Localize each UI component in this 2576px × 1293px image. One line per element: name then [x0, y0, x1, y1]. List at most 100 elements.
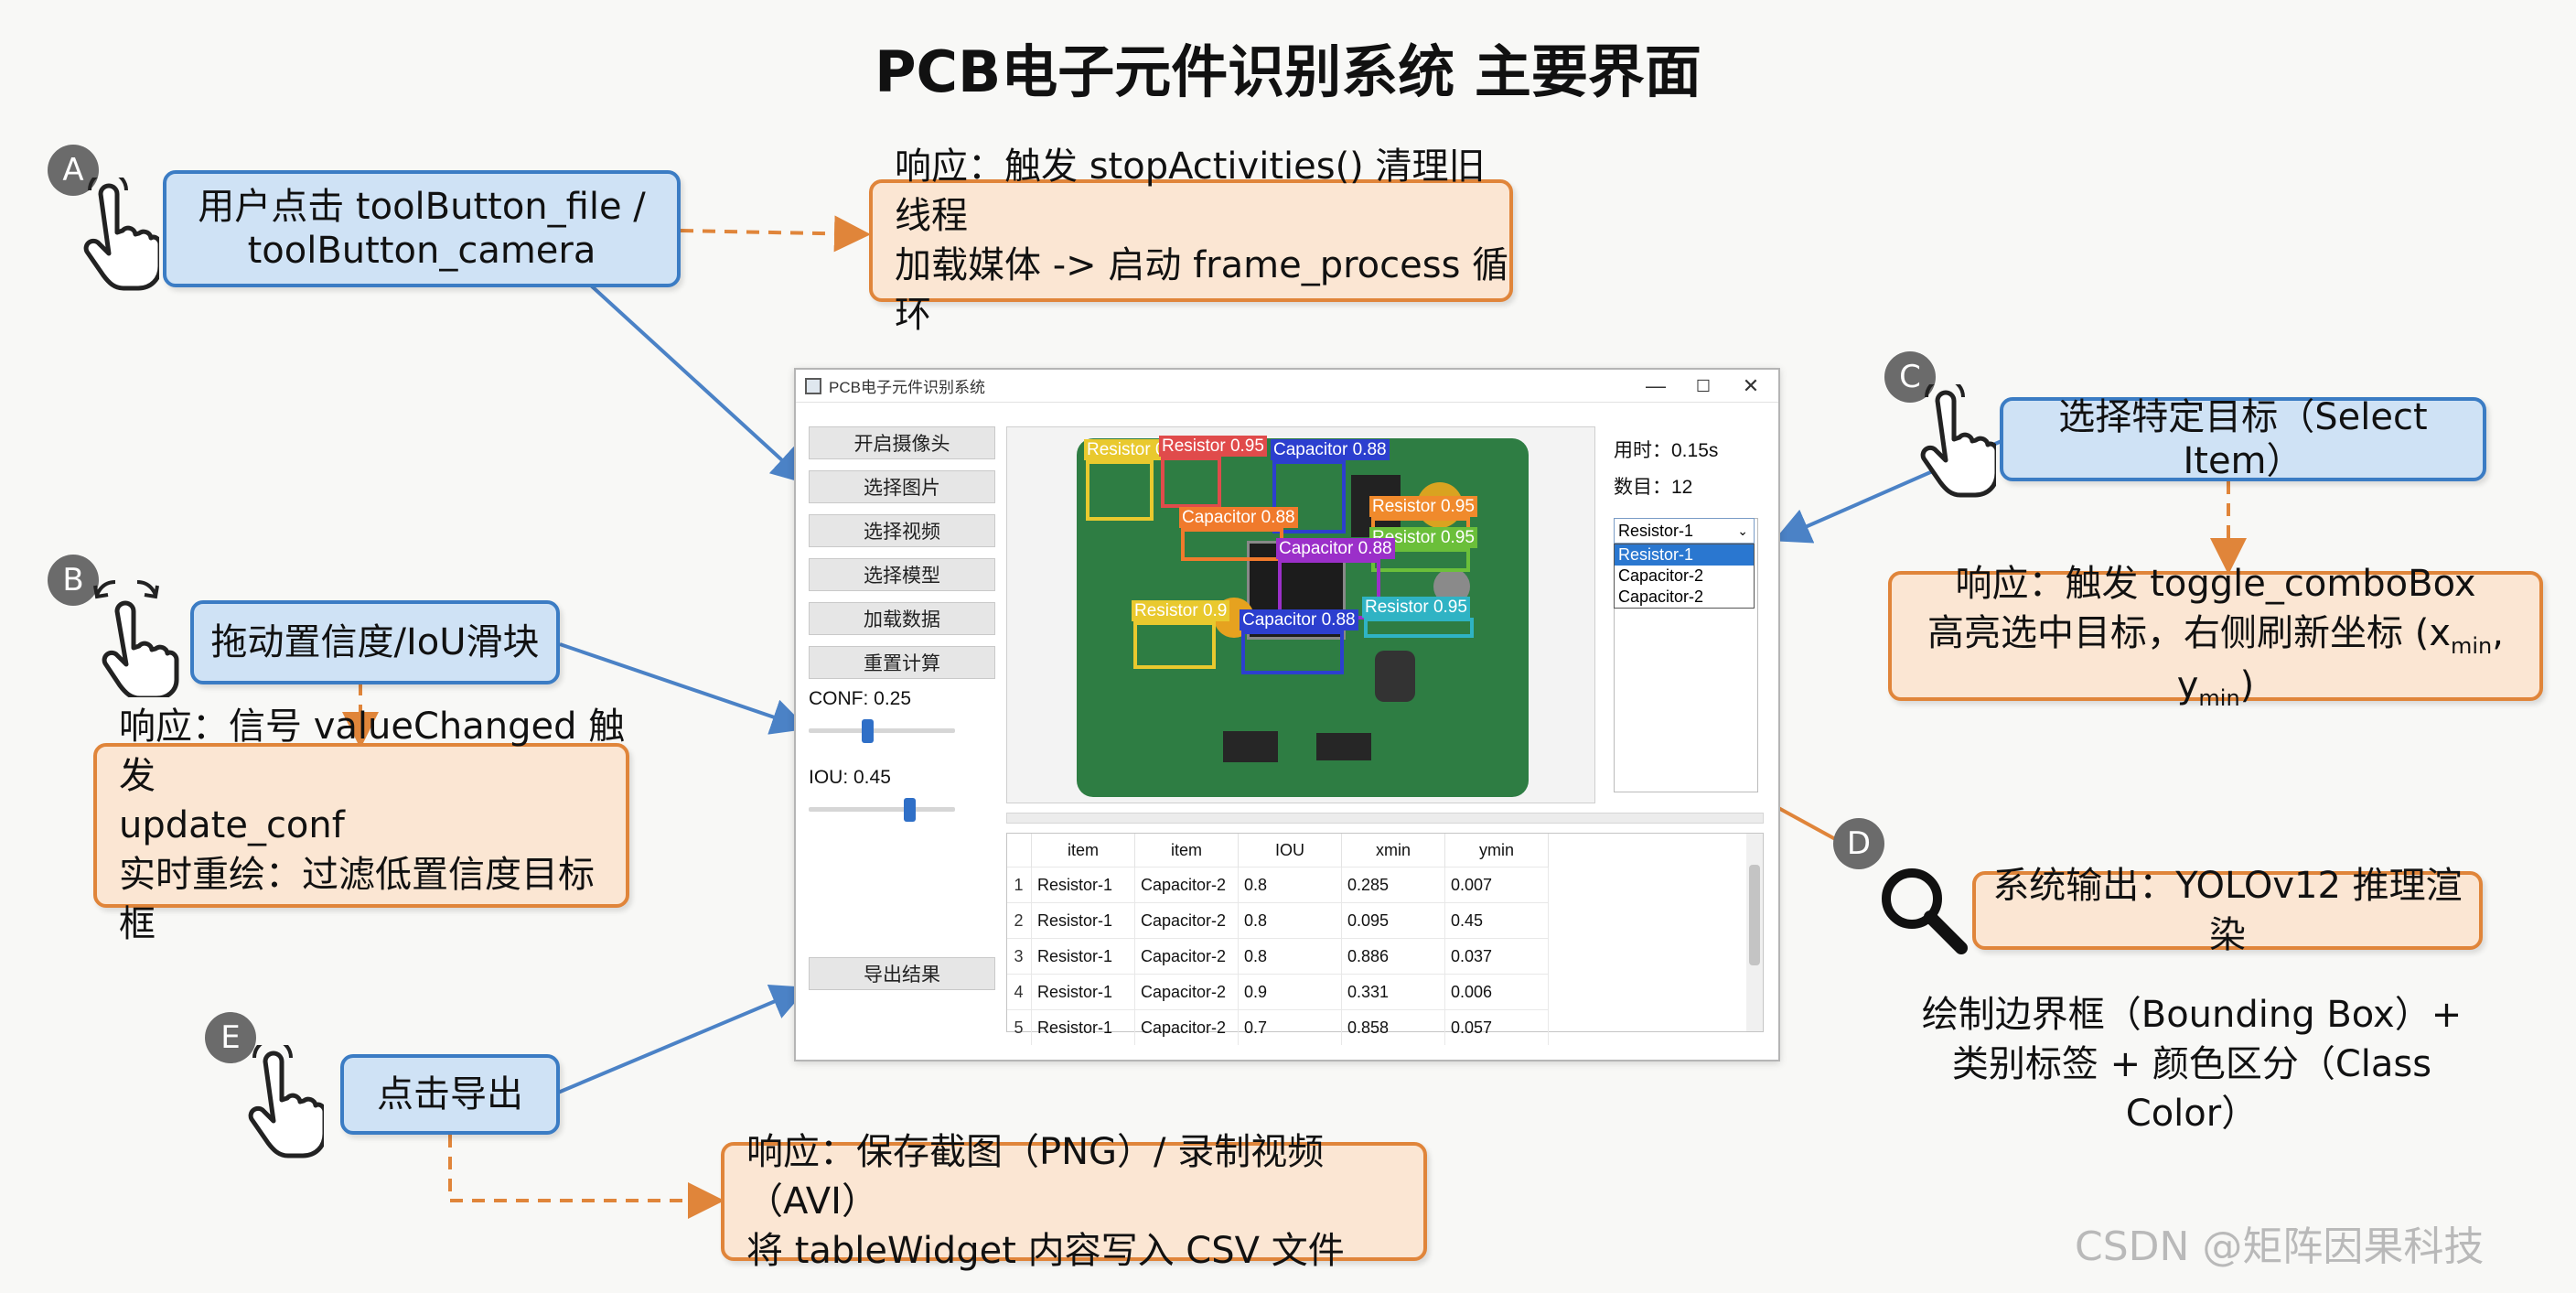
step-a-action-line1: 用户点击 toolButton_file /: [198, 186, 646, 228]
arrow-a-to-response: [680, 215, 871, 253]
select-model-button[interactable]: 选择模型: [809, 558, 995, 591]
table-cell: 0.7: [1238, 1009, 1342, 1045]
count-label: 数目：12: [1614, 477, 1693, 498]
step-e-action-box: 点击导出: [340, 1054, 560, 1135]
table-cell: 0.8: [1238, 902, 1342, 939]
table-cell: Resistor-1: [1031, 867, 1135, 903]
magnifier-icon: [1877, 864, 1969, 955]
detection-label: Capacitor 0.88: [1179, 507, 1298, 528]
info-panel: 用时：0.15s 数目：12 Resistor-1 ⌄ Resistor-1 C…: [1608, 426, 1764, 803]
hand-pointer-icon: [75, 170, 163, 291]
combobox-value: Resistor-1: [1618, 521, 1694, 540]
step-a-response-line2: 加载媒体 -> 启动 frame_process 循环: [895, 244, 1509, 336]
detection-box: [1241, 630, 1344, 674]
step-c-action-box: 选择特定目标（Select Item）: [2000, 396, 2486, 482]
detection-label: Resistor 0.95: [1362, 597, 1470, 618]
chevron-down-icon[interactable]: ⌄: [1737, 523, 1748, 538]
step-c-response-line1: 响应：触发 toggle_comboBox: [1955, 562, 2476, 605]
hand-pointer-icon: [1912, 377, 2000, 498]
step-b-response-line2: update_conf: [119, 804, 345, 846]
column-header[interactable]: xmin: [1341, 834, 1445, 867]
table-cell: 0.285: [1341, 867, 1445, 903]
step-d-note-line2: 类别标签 + 颜色区分（Class Color）: [1951, 1043, 2432, 1135]
detection-box: [1086, 460, 1154, 521]
step-e-action: 点击导出: [377, 1073, 523, 1115]
close-icon[interactable]: ✕: [1742, 374, 1760, 397]
table-cell: Capacitor-2: [1134, 1009, 1239, 1045]
open-camera-button[interactable]: 开启摄像头: [809, 426, 995, 459]
combobox-option[interactable]: Resistor-1: [1615, 544, 1754, 566]
arrow-e-to-app: [557, 984, 809, 1094]
step-b-response-line3: 实时重绘：过滤低置信度目标框: [119, 854, 595, 945]
table-cell: Resistor-1: [1031, 974, 1135, 1010]
minimize-icon[interactable]: —: [1646, 374, 1666, 397]
watermark: CSDN @矩阵因果科技: [2075, 1223, 2485, 1270]
detection-label: Capacitor 0.88: [1240, 609, 1358, 630]
arrow-a-to-app: [589, 284, 809, 485]
table-cell: 0.006: [1444, 974, 1549, 1010]
hand-pointer-icon: [240, 1038, 327, 1158]
table-cell: Capacitor-2: [1134, 902, 1239, 939]
table-cell: 0.057: [1444, 1009, 1549, 1045]
column-header[interactable]: ymin: [1444, 834, 1549, 867]
iou-slider[interactable]: [809, 798, 955, 822]
row-number: 1: [1007, 867, 1032, 903]
step-d-notes: 绘制边界框（Bounding Box）+ 类别标签 + 颜色区分（Class C…: [1908, 990, 2475, 1138]
splitter[interactable]: [1006, 813, 1764, 824]
table-cell: 0.9: [1238, 974, 1342, 1010]
detection-box: [1181, 528, 1283, 561]
iou-slider-handle[interactable]: [903, 798, 916, 822]
detection-label: Resistor 0.95: [1159, 436, 1267, 457]
target-combobox[interactable]: Resistor-1 ⌄: [1614, 518, 1755, 544]
detection-box: [1133, 621, 1216, 669]
table-cell: Resistor-1: [1031, 938, 1135, 975]
combobox-option[interactable]: Capacitor-2: [1618, 566, 1704, 585]
detection-label: Resistor 0.95: [1369, 496, 1477, 517]
detection-label: Resistor 0.95: [1369, 527, 1477, 548]
scrollbar-thumb[interactable]: [1749, 865, 1760, 965]
row-number: 4: [1007, 974, 1032, 1010]
step-a-response-box: 响应：触发 stopActivities() 清理旧线程 加载媒体 -> 启动 …: [869, 145, 1513, 336]
combobox-option[interactable]: Capacitor-2: [1618, 587, 1704, 606]
step-b-badge: B: [48, 555, 99, 606]
table-cell: 0.8: [1238, 938, 1342, 975]
detection-label: Resistor 0.: [1084, 439, 1173, 460]
conf-slider[interactable]: [809, 719, 955, 743]
load-data-button[interactable]: 加载数据: [809, 602, 995, 635]
select-video-button[interactable]: 选择视频: [809, 514, 995, 547]
maximize-icon[interactable]: ☐: [1695, 376, 1712, 395]
conf-slider-handle[interactable]: [861, 719, 874, 743]
row-number: 2: [1007, 902, 1032, 939]
table-header-row: item item IOU xmin ymin: [1007, 834, 1549, 867]
table-cell: Resistor-1: [1031, 1009, 1135, 1045]
row-number: 5: [1007, 1009, 1032, 1045]
table-cell: 0.858: [1341, 1009, 1445, 1045]
detection-box: [1364, 618, 1474, 638]
table-cell: Resistor-1: [1031, 902, 1135, 939]
export-button[interactable]: 导出结果: [809, 957, 995, 990]
arrow-e-to-response: [448, 1135, 724, 1219]
select-image-button[interactable]: 选择图片: [809, 470, 995, 503]
column-header[interactable]: IOU: [1238, 834, 1342, 867]
table-cell: Capacitor-2: [1134, 974, 1239, 1010]
step-e-badge: E: [205, 1012, 256, 1063]
column-header[interactable]: item: [1134, 834, 1239, 867]
conf-label: CONF: 0.25: [809, 688, 912, 709]
table-scrollbar[interactable]: [1746, 834, 1763, 1031]
step-d-note-line1: 绘制边界框（Bounding Box）+: [1921, 994, 2463, 1036]
step-c-response-box: 响应：触发 toggle_comboBox 高亮选中目标，右侧刷新坐标 (xmi…: [1888, 563, 2543, 711]
step-d-output-box: 系统输出：YOLOv12 推理渲染: [1972, 865, 2483, 956]
step-d-output: 系统输出：YOLOv12 推理渲染: [1992, 865, 2463, 956]
time-label: 用时：0.15s: [1614, 440, 1719, 461]
reset-button[interactable]: 重置计算: [809, 646, 995, 679]
table-cell: Capacitor-2: [1134, 938, 1239, 975]
table-cell: 0.037: [1444, 938, 1549, 975]
column-header[interactable]: item: [1031, 834, 1135, 867]
smd: [1316, 733, 1371, 760]
detection-label: Capacitor 0.88: [1271, 439, 1390, 460]
